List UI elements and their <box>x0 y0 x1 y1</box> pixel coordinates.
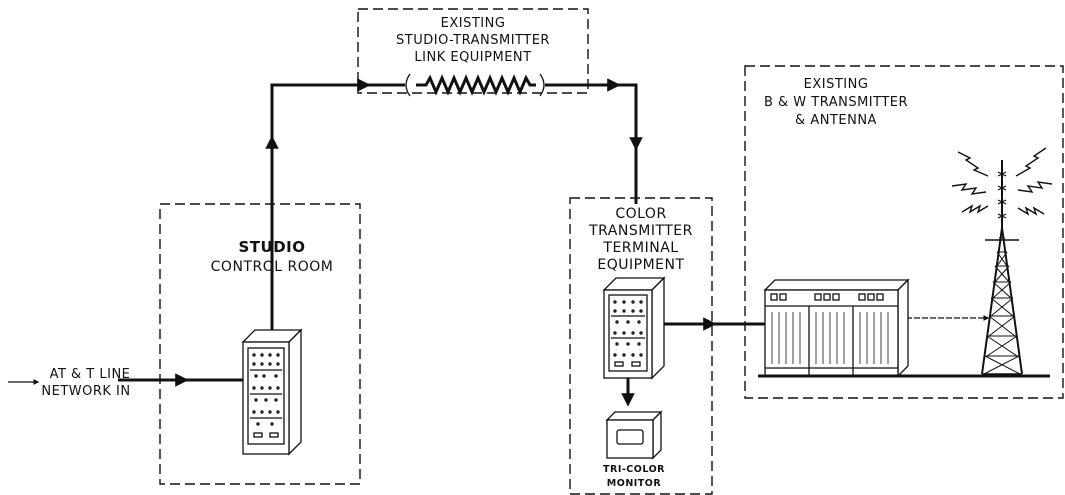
input-label-1: AT & T LINE <box>50 367 131 382</box>
stl-to-color-arrow-icon <box>616 83 643 151</box>
transmitter-icon <box>763 278 910 378</box>
color-label-1: COLOR <box>615 206 666 222</box>
antenna-tower-icon <box>981 160 1023 375</box>
color-label-2: TRANSMITTER <box>588 223 693 239</box>
bw-label-3: & ANTENNA <box>795 113 877 128</box>
color-terminal-rack-icon <box>602 276 666 380</box>
lightning-icon <box>951 147 1053 216</box>
studio-box <box>159 203 361 485</box>
color-label-4: EQUIPMENT <box>597 257 684 273</box>
stl-label-2: STUDIO-TRANSMITTER <box>396 33 550 48</box>
bw-label-2: B & W TRANSMITTER <box>764 95 908 110</box>
color-label-3: TERMINAL <box>602 240 678 256</box>
stl-label-3: LINK EQUIPMENT <box>414 50 531 65</box>
microwave-link-right-paren <box>539 73 545 97</box>
monitor-label-1: TRI-COLOR <box>603 464 665 475</box>
studio-to-stl-arrow-icon <box>270 78 371 140</box>
monitor-label-2: MONITOR <box>607 478 662 489</box>
monitor-icon <box>605 410 663 460</box>
studio-rack-icon <box>241 328 303 456</box>
input-label-2: NETWORK IN <box>41 384 130 399</box>
bw-transmitter-box <box>744 65 1064 399</box>
microwave-link-icon <box>416 74 536 96</box>
bw-label-1: EXISTING <box>804 77 869 92</box>
stl-label-1: EXISTING <box>441 16 506 31</box>
color-terminal-box <box>569 197 713 495</box>
microwave-link-left-paren <box>405 73 411 97</box>
